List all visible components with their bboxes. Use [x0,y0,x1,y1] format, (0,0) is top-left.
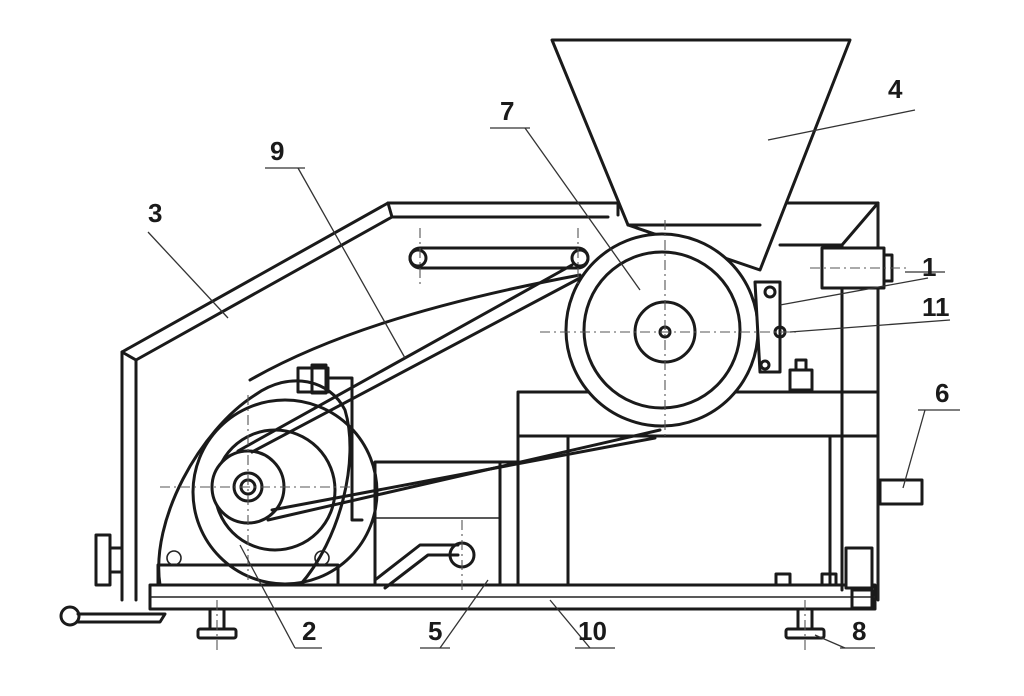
drive-belts [236,263,662,522]
hopper [550,38,852,272]
bearing-block [753,280,814,392]
label-3: 3 [148,198,162,228]
label-1: 1 [922,252,936,282]
tension-link-lower [373,541,476,590]
guard-cover [120,201,620,602]
handwheel [94,533,124,587]
label-2: 2 [302,616,316,646]
label-10: 10 [578,616,607,646]
center-axes [160,220,910,650]
control-box [373,460,520,587]
crushing-drum [564,232,760,428]
label-4: 4 [888,74,903,104]
label-5: 5 [428,616,442,646]
drum-support-stand [516,390,880,587]
outlet-pipe [878,478,924,506]
label-11: 11 [922,292,950,322]
label-6: 6 [935,378,949,408]
label-7: 7 [500,96,514,126]
callout-labels: 1 2 3 4 5 6 7 8 9 10 11 [148,74,950,646]
bottom-right-fitting [774,546,874,610]
base-frame [148,583,877,611]
tension-link-upper [408,246,590,270]
pull-handle [59,605,167,627]
label-8: 8 [852,616,866,646]
label-9: 9 [270,136,284,166]
leader-lines [147,109,960,649]
